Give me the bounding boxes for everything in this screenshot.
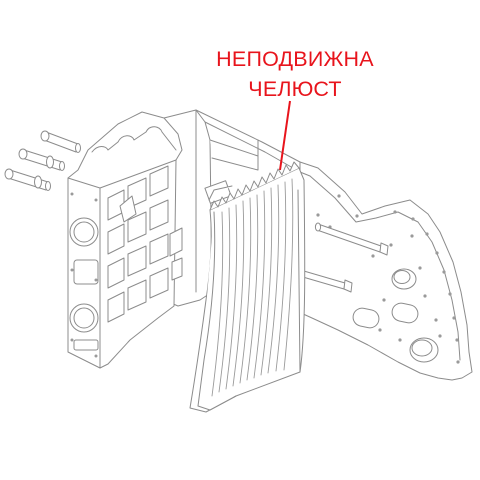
fixed-jaw-plate <box>189 161 306 413</box>
side-plate <box>195 109 473 381</box>
plate-hole <box>393 270 411 284</box>
tie-rod <box>314 222 389 256</box>
callout-leader-line <box>279 100 291 171</box>
movable-jaw-block <box>67 111 183 369</box>
plate-slot <box>391 302 419 324</box>
pin-bolt <box>40 130 81 153</box>
pin-bolt <box>18 148 65 171</box>
plate-slot <box>352 307 380 329</box>
callout-label-line-2: ЧЕЛЮСТ <box>248 77 342 101</box>
plate-hole <box>411 339 433 357</box>
pin-bolt <box>4 168 51 191</box>
callout-label-line-1: НЕПОДВИЖНА <box>216 47 374 71</box>
